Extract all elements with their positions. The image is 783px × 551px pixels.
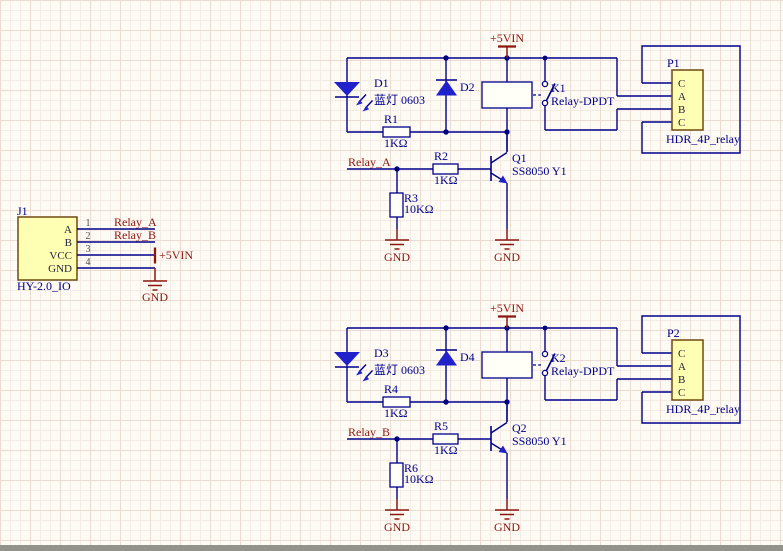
j1-pin-wires bbox=[77, 228, 155, 269]
connector-body[interactable] bbox=[671, 339, 704, 401]
npn-transistor[interactable]: Q1 SS8050 Y1 bbox=[490, 132, 567, 184]
transistor-designator: Q1 bbox=[512, 151, 527, 165]
gnd-label: GND bbox=[142, 290, 168, 304]
resistor-led[interactable]: R4 1KΩ bbox=[382, 382, 411, 420]
led[interactable]: D3 蓝灯 0603 bbox=[334, 346, 425, 382]
j1-pin-name-gnd: GND bbox=[48, 263, 72, 275]
resistor-value: 1KΩ bbox=[434, 173, 458, 187]
j1-designator: J1 bbox=[17, 204, 28, 218]
resistor-base[interactable]: R2 1KΩ bbox=[432, 149, 459, 187]
diode-designator: D4 bbox=[460, 350, 475, 364]
resistor-pulldown[interactable]: R3 10KΩ bbox=[389, 191, 434, 218]
gnd-label: GND bbox=[384, 520, 410, 534]
resistor-value: 10KΩ bbox=[404, 472, 434, 486]
relay-coil[interactable] bbox=[481, 351, 541, 379]
j1-body[interactable] bbox=[17, 216, 78, 281]
led-value: 蓝灯 0603 bbox=[374, 363, 425, 377]
connector-j1[interactable]: J1 HY-2.0_IO A B VCC GND 1 2 3 4 Relay_A… bbox=[17, 204, 193, 304]
gnd-port-j1[interactable]: GND bbox=[142, 268, 168, 304]
relay-circuit-1: +5VIN D1 蓝灯 0603 D2 R1 1KΩ R2 1KΩ bbox=[334, 31, 741, 264]
net-label-relay[interactable]: Relay_B bbox=[348, 425, 390, 439]
led[interactable]: D1 蓝灯 0603 bbox=[334, 76, 425, 112]
relay-output-connector[interactable]: P1 C A B C HDR_4P_relay bbox=[666, 56, 740, 146]
power-label: +5VIN bbox=[490, 301, 524, 315]
connector-designator: P1 bbox=[667, 56, 680, 70]
flyback-diode[interactable]: D2 bbox=[436, 79, 475, 96]
j1-pin-number-2: 2 bbox=[86, 231, 91, 242]
power-port-5vin-j1[interactable]: +5VIN bbox=[153, 247, 193, 264]
j1-part-label: HY-2.0_IO bbox=[17, 279, 71, 293]
relay-coil[interactable] bbox=[481, 81, 541, 109]
diode-designator: D2 bbox=[460, 80, 475, 94]
connector-pin-c2: C bbox=[678, 117, 685, 129]
relay-designator: K2 bbox=[551, 351, 566, 365]
gnd-port-emitter[interactable]: GND bbox=[494, 229, 520, 264]
net-label-relay[interactable]: Relay_A bbox=[348, 155, 391, 169]
connector-pin-a: A bbox=[678, 361, 686, 373]
transistor-value: SS8050 Y1 bbox=[512, 434, 567, 448]
j1-pin-name-b: B bbox=[65, 237, 72, 249]
resistor-designator: R1 bbox=[384, 112, 398, 126]
connector-body[interactable] bbox=[671, 69, 704, 131]
resistor-pulldown[interactable]: R6 10KΩ bbox=[389, 461, 434, 488]
circuit2-wires bbox=[346, 315, 741, 499]
resistor-designator: R2 bbox=[434, 149, 448, 163]
connector-pin-c2: C bbox=[678, 387, 685, 399]
j1-pin-name-a: A bbox=[64, 224, 72, 236]
circuit1-wires bbox=[346, 45, 741, 229]
net-label-relay-b[interactable]: Relay_B bbox=[114, 228, 156, 242]
power-label: +5VIN bbox=[159, 248, 193, 262]
connector-pin-b: B bbox=[678, 104, 685, 116]
transistor-designator: Q2 bbox=[512, 421, 527, 435]
relay-output-connector[interactable]: P2 C A B C HDR_4P_relay bbox=[666, 326, 740, 416]
gnd-port-emitter[interactable]: GND bbox=[494, 499, 520, 534]
connector-pin-b: B bbox=[678, 374, 685, 386]
connector-part-label: HDR_4P_relay bbox=[666, 132, 740, 146]
resistor-value: 10KΩ bbox=[404, 202, 434, 216]
power-label: +5VIN bbox=[490, 31, 524, 45]
resistor-base[interactable]: R5 1KΩ bbox=[432, 419, 459, 457]
resistor-designator: R6 bbox=[404, 461, 418, 475]
sheet-edge bbox=[0, 545, 783, 551]
resistor-designator: R4 bbox=[384, 382, 398, 396]
power-port-5vin[interactable]: +5VIN bbox=[490, 301, 524, 328]
npn-transistor[interactable]: Q2 SS8050 Y1 bbox=[490, 402, 567, 454]
gnd-label: GND bbox=[384, 250, 410, 264]
resistor-designator: R5 bbox=[434, 419, 448, 433]
connector-pin-a: A bbox=[678, 91, 686, 103]
resistor-designator: R3 bbox=[404, 191, 418, 205]
j1-pin-number-3: 3 bbox=[86, 244, 91, 255]
flyback-diode[interactable]: D4 bbox=[436, 349, 475, 366]
connector-pin-c1: C bbox=[678, 78, 685, 90]
j1-pin-number-4: 4 bbox=[86, 257, 91, 268]
relay-switch[interactable]: K1 Relay-DPDT bbox=[541, 80, 615, 108]
led-designator: D1 bbox=[374, 76, 389, 90]
j1-pin-name-vcc: VCC bbox=[49, 250, 72, 262]
connector-part-label: HDR_4P_relay bbox=[666, 402, 740, 416]
gnd-label: GND bbox=[494, 520, 520, 534]
gnd-port-pulldown[interactable]: GND bbox=[384, 499, 410, 534]
net-label-relay-a[interactable]: Relay_A bbox=[114, 215, 157, 229]
relay-switch[interactable]: K2 Relay-DPDT bbox=[541, 350, 615, 378]
relay-circuit-2: +5VIN D3 蓝灯 0603 D4 R4 1KΩ R5 1KΩ bbox=[334, 301, 741, 534]
connector-pin-c1: C bbox=[678, 348, 685, 360]
gnd-label: GND bbox=[494, 250, 520, 264]
power-port-5vin[interactable]: +5VIN bbox=[490, 31, 524, 58]
led-value: 蓝灯 0603 bbox=[374, 93, 425, 107]
j1-pin-number-1: 1 bbox=[86, 218, 91, 229]
relay-value: Relay-DPDT bbox=[551, 364, 615, 378]
relay-value: Relay-DPDT bbox=[551, 94, 615, 108]
resistor-value: 1KΩ bbox=[384, 406, 408, 420]
connector-designator: P2 bbox=[667, 326, 680, 340]
transistor-value: SS8050 Y1 bbox=[512, 164, 567, 178]
led-designator: D3 bbox=[374, 346, 389, 360]
resistor-value: 1KΩ bbox=[434, 443, 458, 457]
relay-designator: K1 bbox=[551, 81, 566, 95]
gnd-port-pulldown[interactable]: GND bbox=[384, 229, 410, 264]
resistor-value: 1KΩ bbox=[384, 136, 408, 150]
resistor-led[interactable]: R1 1KΩ bbox=[382, 112, 411, 150]
